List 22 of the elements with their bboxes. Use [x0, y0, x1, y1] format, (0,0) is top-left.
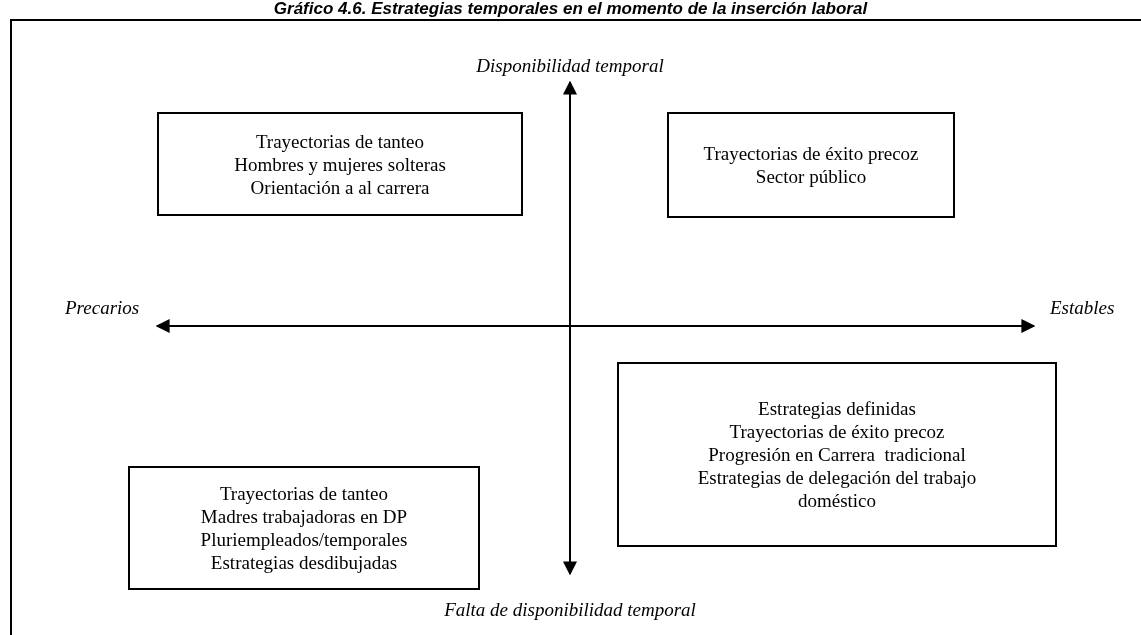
axis-label: Falta de disponibilidad temporal: [444, 599, 696, 621]
box-text-line: Trayectorias de tanteo: [218, 482, 390, 505]
box-text-line: Trayectorias de éxito precoz: [728, 420, 946, 443]
axis-label: Precarios: [65, 297, 140, 319]
box-text-line: Pluriempleados/temporales: [199, 528, 409, 551]
box-text-line: Progresión en Carrera tradicional: [707, 443, 967, 466]
quadrant-box: [128, 466, 480, 590]
quadrant-box: [667, 112, 955, 218]
axis-label: Estables: [1050, 297, 1115, 319]
box-text-line: Madres trabajadoras en DP: [199, 505, 409, 528]
axis-label: Disponibilidad temporal: [476, 55, 664, 77]
box-text-line: Orientación a al carrera: [249, 175, 431, 199]
quadrant-box: [157, 112, 523, 216]
diagram-title: Gráfico 4.6. Estrategias temporales en el momento de la inserción laboral: [272, 0, 869, 18]
box-text-line: Estrategias de delegación del trabajo doméstico: [696, 466, 978, 512]
box-text-line: Trayectorias de éxito precoz: [702, 142, 920, 165]
box-text-line: Estrategias definidas: [757, 397, 917, 420]
quadrant-box: [617, 362, 1057, 547]
box-text-line: Trayectorias de tanteo: [254, 129, 426, 153]
box-text-line: Sector público: [754, 165, 868, 188]
box-text-line: Estrategias desdibujadas: [209, 551, 399, 574]
box-text-line: Hombres y mujeres solteras: [233, 152, 447, 176]
